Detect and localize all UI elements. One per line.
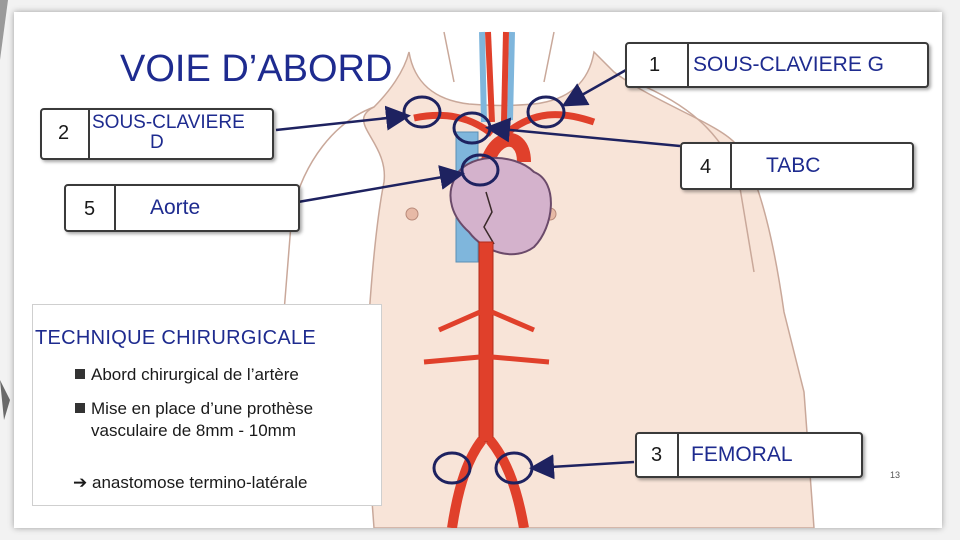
callout-divider	[114, 186, 116, 230]
callout-label: SOUS-CLAVIERE G	[693, 53, 884, 77]
callout-divider	[730, 144, 732, 188]
bullet-square-icon	[75, 403, 85, 413]
bullet-text-2-line2: vasculaire de 8mm - 10mm	[91, 421, 296, 441]
callout-sous-claviere-g: 1 SOUS-CLAVIERE G	[625, 42, 929, 88]
page-title: VOIE D’ABORD	[120, 48, 392, 91]
callout-aorte: 5 Aorte	[64, 184, 300, 232]
callout-number: 3	[651, 444, 662, 467]
bullet-text-2-line1: Mise en place d’une prothèse	[91, 399, 313, 419]
callout-divider	[88, 110, 90, 158]
callout-number: 4	[700, 156, 711, 179]
bullet-square-icon	[75, 369, 85, 379]
technique-title: TECHNIQUE CHIRURGICALE	[35, 327, 316, 350]
callout-number: 2	[58, 122, 69, 145]
callout-number: 5	[84, 198, 95, 221]
callout-label: TABC	[766, 154, 820, 178]
callout-label-line2: D	[150, 132, 164, 154]
slide-edge-decoration	[0, 0, 14, 540]
technique-panel: TECHNIQUE CHIRURGICALE Abord chirurgical…	[32, 304, 382, 506]
slide: VOIE D’ABORD 1 SOUS-CLAVIERE G 2 SOUS-CL…	[14, 12, 942, 528]
right-arrow-icon: ➔	[73, 473, 87, 492]
callout-divider	[687, 44, 689, 86]
carotid-right	[488, 32, 492, 122]
bullet-text-1: Abord chirurgical de l’artère	[91, 365, 299, 385]
callout-tabc: 4 TABC	[680, 142, 914, 190]
callout-femoral: 3 FEMORAL	[635, 432, 863, 478]
page-number: 13	[890, 470, 900, 480]
anastomose-text: anastomose termino-latérale	[92, 473, 307, 492]
callout-label-line1: SOUS-CLAVIERE	[92, 112, 245, 134]
anastomose-line: ➔ anastomose termino-latérale	[73, 473, 307, 493]
carotid-left	[504, 32, 506, 122]
descending-aorta	[479, 242, 493, 442]
nipple-left	[406, 208, 418, 220]
callout-number: 1	[649, 54, 660, 77]
callout-divider	[677, 434, 679, 476]
callout-label: FEMORAL	[691, 443, 793, 467]
callout-sous-claviere-d: 2 SOUS-CLAVIERE D	[40, 108, 274, 160]
callout-label: Aorte	[150, 196, 200, 220]
